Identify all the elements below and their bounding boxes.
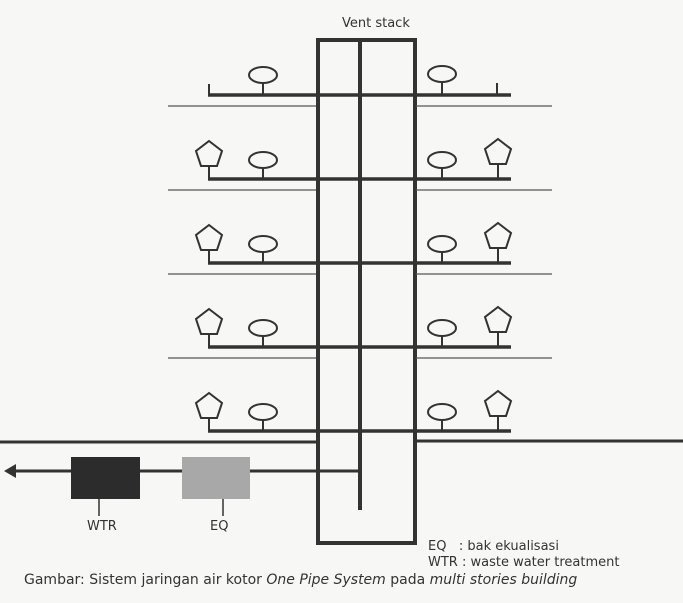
ground-line	[0, 439, 683, 444]
pipe-shaft	[316, 38, 417, 545]
toilet-icon	[194, 223, 224, 263]
floor-5	[208, 65, 511, 97]
toilet-icon	[483, 389, 513, 431]
toilet-icon	[483, 221, 513, 263]
washbasin-icon	[248, 319, 278, 347]
legend-row-wtr: WTR : waste water treatment	[428, 555, 620, 570]
wtr-label: WTR	[87, 519, 117, 534]
washbasin-icon	[427, 403, 457, 431]
legend: EQ : bak ekualisasi WTR : waste water tr…	[428, 539, 619, 571]
toilet-icon	[194, 307, 224, 347]
floor-3	[194, 221, 513, 265]
eq-unit	[182, 457, 250, 499]
eq-label: EQ	[210, 519, 229, 534]
washbasin-icon	[427, 235, 457, 263]
toilet-icon	[194, 391, 224, 431]
toilet-icon	[483, 137, 513, 179]
washbasin-icon	[248, 66, 278, 95]
wtr-unit	[71, 457, 140, 499]
washbasin-icon	[427, 65, 457, 95]
floor-4	[194, 137, 513, 181]
washbasin-icon	[427, 319, 457, 347]
washbasin-icon	[248, 235, 278, 263]
toilet-icon	[483, 305, 513, 347]
figure-caption: Gambar: Sistem jaringan air kotor One Pi…	[24, 572, 578, 588]
vent-stack-label: Vent stack	[342, 16, 410, 31]
floor-1	[194, 389, 513, 433]
washbasin-icon	[248, 151, 278, 179]
floor-2	[194, 305, 513, 349]
arrow-left-icon	[4, 464, 16, 478]
legend-row-eq: EQ : bak ekualisasi	[428, 539, 559, 554]
washbasin-icon	[248, 403, 278, 431]
toilet-icon	[194, 139, 224, 179]
floor-slabs	[168, 105, 552, 359]
washbasin-icon	[427, 151, 457, 179]
